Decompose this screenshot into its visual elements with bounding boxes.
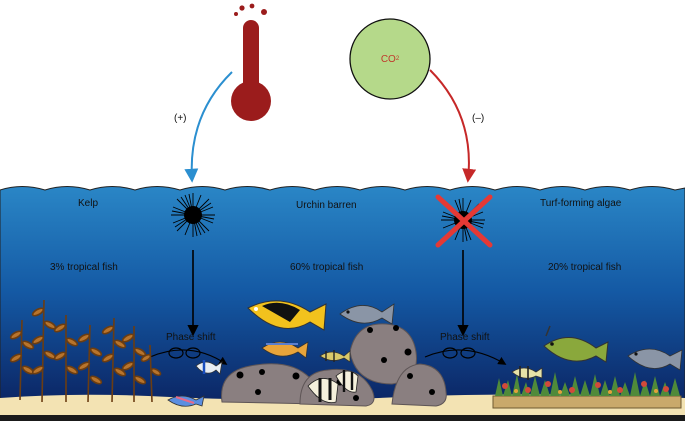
phase-shift-label: Phase shift [440,332,490,343]
moorish-idol [335,370,359,393]
sea-urchin-icon [171,193,215,237]
turf-algae-bed [492,372,682,409]
small-urchins [236,325,435,401]
sergeant-fish [511,366,543,380]
butterflyfish [195,360,223,375]
parrotfish [627,348,683,371]
kelp-forest [9,299,162,403]
barren-fish-percent: 60% tropical fish [290,262,364,273]
surgeonfish [261,341,309,359]
phase-shift-loop-icon [424,347,507,365]
phase-shift-label: Phase shift [166,332,216,343]
triggerfish [247,300,327,331]
warming-effect-label: (+) [174,113,187,124]
turf-algae-label: Turf-forming algae [540,198,622,209]
small-fish [319,350,351,363]
moorish-idol [307,378,339,404]
parrotfish [339,303,395,325]
cross-icon [435,194,493,248]
warming-arrow [184,71,233,183]
thermometer-icon [231,3,271,121]
turf-fish-percent: 20% tropical fish [548,262,622,273]
co2-circle [349,18,431,100]
wrasse [167,395,205,407]
unicornfish [543,325,609,363]
co2-effect-label: (–) [472,113,485,124]
kelp-label: Kelp [78,198,99,209]
seabed-edge [0,415,685,421]
kelp-fish-percent: 3% tropical fish [50,262,118,273]
ocean [0,186,685,421]
phase-shift-loop-icon [149,347,228,365]
urchin-barren-label: Urchin barren [296,200,357,211]
co2-arrow [429,69,477,183]
